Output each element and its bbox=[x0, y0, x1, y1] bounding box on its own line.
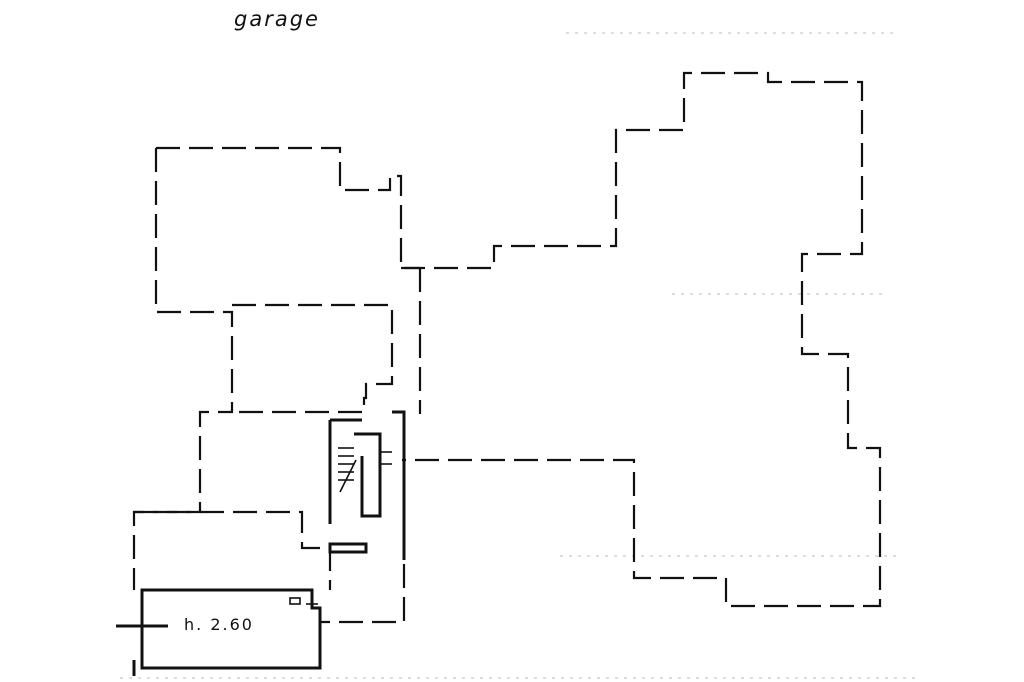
lower-tail-dashed-outline bbox=[318, 560, 406, 624]
stair-core bbox=[328, 410, 406, 560]
garage-outline bbox=[140, 588, 322, 670]
lower-dashed-outline bbox=[134, 510, 332, 590]
plan-title: garage bbox=[234, 7, 320, 31]
middle-dashed-outline bbox=[232, 303, 394, 414]
scan-artifacts bbox=[120, 32, 920, 679]
stair-inner-box bbox=[354, 432, 382, 518]
upper-left-dashed-outline bbox=[156, 146, 420, 270]
stair-right-wall bbox=[392, 410, 406, 560]
right-dashed-outline bbox=[401, 71, 882, 608]
room-height-label: h. 2.60 bbox=[184, 615, 254, 634]
upper-left-dashed-outline-lower bbox=[132, 148, 234, 590]
garage-room: h. 2.60 bbox=[116, 588, 322, 676]
stair-bottom-wall bbox=[328, 542, 368, 554]
small-fixture-symbol bbox=[289, 597, 301, 605]
